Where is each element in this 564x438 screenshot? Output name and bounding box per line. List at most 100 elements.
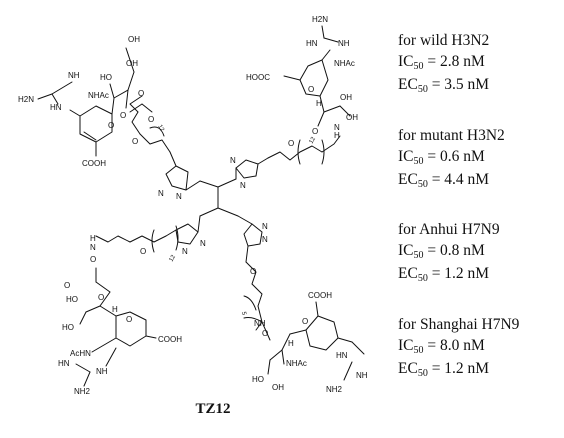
atom-n: N: [240, 181, 246, 190]
atom-hooc: HOOC: [246, 73, 270, 82]
atom-ho: HO: [62, 323, 74, 332]
atom-n: N: [262, 235, 268, 244]
ec-prefix: EC: [398, 360, 418, 377]
atom-oh: OH: [346, 113, 358, 122]
atom-o: O: [120, 111, 126, 120]
ic50-value: = 8.0 nM: [427, 337, 485, 354]
peg-linker-top-right: O 12 H N: [267, 123, 341, 165]
ic-prefix: IC: [398, 242, 414, 259]
atom-hn: HN: [306, 39, 318, 48]
activity-block-shanghai-h7n9: for Shanghai H7N9 IC50 = 8.0 nM EC50 = 1…: [398, 314, 560, 381]
atom-o: O: [250, 267, 256, 276]
atom-n: N: [182, 247, 188, 256]
tz12-structure-drawing: N N N N N N N N O 12: [18, 15, 368, 396]
atom-o: O: [148, 115, 154, 124]
atom-nh: N: [90, 243, 96, 252]
triazole-bottom-left: N N: [165, 223, 206, 256]
ec50-value: = 3.5 nM: [431, 76, 490, 93]
ec-prefix: EC: [398, 76, 418, 93]
atom-o: O: [90, 255, 96, 264]
atom-n: N: [176, 192, 182, 201]
atom-nh: NH: [68, 71, 80, 80]
ec50-line: EC50 = 1.2 nM: [398, 263, 560, 286]
ec-subscript: 50: [417, 179, 428, 190]
atom-o: O: [132, 137, 138, 146]
atom-o: O: [98, 293, 104, 302]
core-scaffold: [185, 167, 253, 233]
atom-nh: NH: [338, 39, 350, 48]
triazole-top-right: N N: [230, 156, 269, 190]
atom-o: O: [138, 89, 144, 98]
atom-o: O: [308, 85, 314, 94]
ic-subscript: 50: [413, 61, 424, 72]
atom-oh: OH: [128, 35, 140, 44]
atom-cooh: COOH: [158, 335, 182, 344]
atom-o: O: [302, 317, 308, 326]
activity-target: for wild H3N2: [398, 32, 490, 49]
atom-oh: OH: [272, 383, 284, 392]
atom-hn: HN: [50, 103, 62, 112]
atom-o: O: [140, 247, 146, 256]
ec-subscript: 50: [417, 84, 428, 95]
sialic-unit-bottom-right: COOH O H O NHAc HO OH HN NH NH2: [252, 291, 368, 394]
atom-hn: HN: [58, 359, 70, 368]
ic-prefix: IC: [398, 53, 414, 70]
atom-nh2: NH2: [74, 387, 91, 396]
atom-nh: H: [334, 131, 340, 140]
ic-subscript: 50: [413, 250, 424, 261]
ec50-value: = 1.2 nM: [431, 265, 490, 282]
ic50-line: IC50 = 0.6 nM: [398, 146, 560, 169]
atom-nhac: NHAc: [286, 359, 307, 368]
atom-n: N: [230, 156, 236, 165]
ec-prefix: EC: [398, 171, 418, 188]
activity-block-wild-h3n2: for wild H3N2 IC50 = 2.8 nM EC50 = 3.5 n…: [398, 30, 560, 97]
atom-nh: NH: [356, 371, 368, 380]
ic-prefix: IC: [398, 148, 414, 165]
ic50-line: IC50 = 8.0 nM: [398, 335, 560, 358]
subscript-12: 12: [169, 254, 178, 263]
atom-oh: OH: [340, 93, 352, 102]
atom-h: H: [112, 305, 118, 314]
ic50-line: IC50 = 2.8 nM: [398, 51, 560, 74]
atom-h2n: H2N: [18, 95, 34, 104]
compound-label: TZ12: [195, 401, 231, 417]
activity-block-mutant-h3n2: for mutant H3N2 IC50 = 0.6 nM EC50 = 4.4…: [398, 125, 560, 192]
peg-linker-bottom-right: O 5 NH: [240, 261, 266, 331]
sialic-unit-bottom-left: O O O HO HO H O COOH AcHN NH HN NH2: [58, 255, 182, 396]
ic50-value: = 2.8 nM: [427, 53, 485, 70]
subscript-12: 12: [309, 136, 318, 145]
atom-oh: OH: [126, 59, 138, 68]
atom-ho: HO: [252, 375, 264, 384]
ic50-value: = 0.6 nM: [427, 148, 485, 165]
atom-nhac: NHAc: [88, 91, 109, 100]
atom-n: N: [262, 222, 268, 231]
atom-h: H: [90, 234, 96, 243]
sialic-unit-top-right: H2N HN NH O NHAc HOOC H OH OH O: [246, 15, 358, 136]
ec50-value: = 4.4 nM: [431, 171, 490, 188]
ic-subscript: 50: [413, 345, 424, 356]
atom-h2n: H2N: [312, 15, 328, 24]
sialic-unit-top-left: NH H2N HN NHAc O COOH HO OH O O O OH: [18, 35, 154, 168]
atom-n: N: [334, 123, 340, 132]
activity-target: for Anhui H7N9: [398, 221, 500, 238]
atom-h2n: NH2: [326, 385, 343, 394]
triazole-top-left: N N: [158, 151, 189, 201]
activity-block-anhui-h7n9: for Anhui H7N9 IC50 = 0.8 nM EC50 = 1.2 …: [398, 219, 560, 286]
ic-prefix: IC: [398, 337, 414, 354]
atom-o: O: [312, 127, 318, 136]
ec-subscript: 50: [417, 273, 428, 284]
ec50-line: EC50 = 1.2 nM: [398, 358, 560, 381]
triazole-bottom-right: N N: [243, 222, 268, 263]
atom-cooh: COOH: [308, 291, 332, 300]
activity-target: for Shanghai H7N9: [398, 316, 520, 333]
ec50-value: = 1.2 nM: [431, 360, 490, 377]
atom-h: H: [288, 339, 294, 348]
ec-subscript: 50: [417, 368, 428, 379]
atom-n: N: [158, 189, 164, 198]
atom-nh: NH: [254, 319, 266, 328]
atom-cooh: COOH: [82, 159, 106, 168]
ec50-line: EC50 = 3.5 nM: [398, 74, 560, 97]
ic-subscript: 50: [413, 156, 424, 167]
ec50-line: EC50 = 4.4 nM: [398, 169, 560, 192]
